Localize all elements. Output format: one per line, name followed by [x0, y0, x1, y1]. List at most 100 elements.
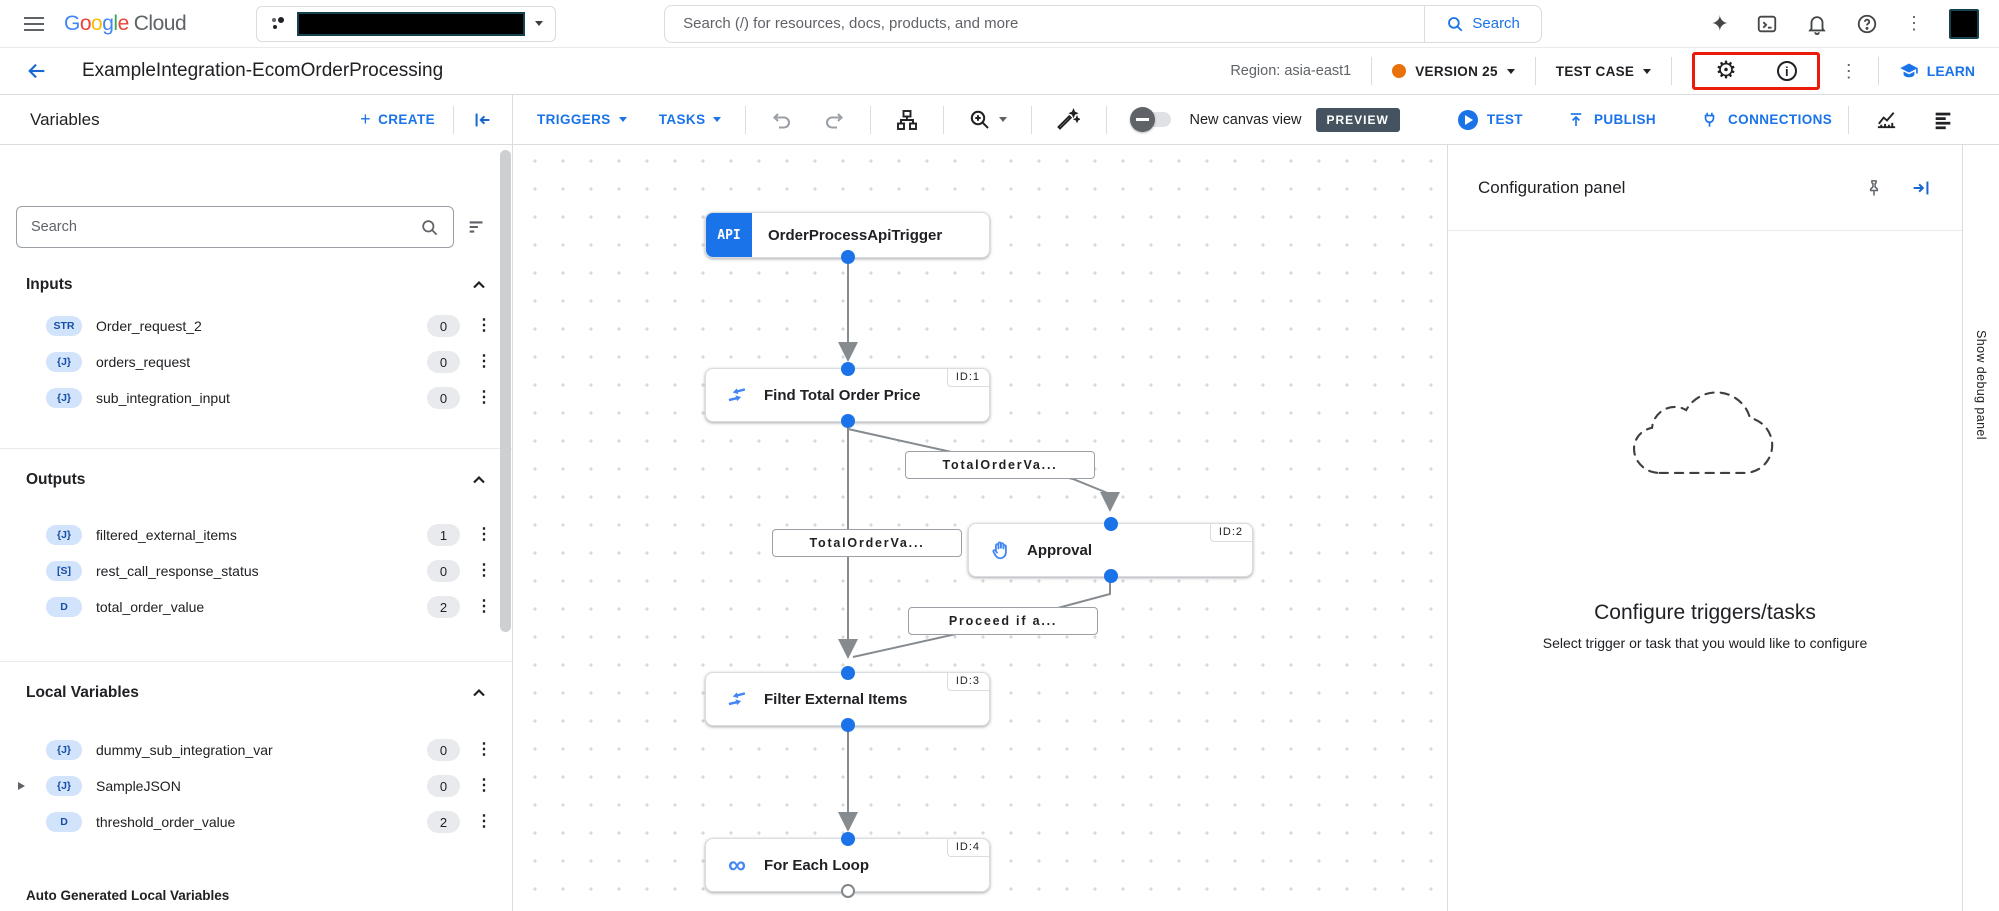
input-port-dot[interactable]: [840, 832, 855, 846]
collapse-panel-left-icon[interactable]: [472, 109, 494, 131]
connections-button[interactable]: CONNECTIONS: [1700, 110, 1832, 129]
create-variable-button[interactable]: + CREATE: [360, 109, 435, 130]
expand-arrow-icon[interactable]: [18, 782, 25, 790]
output-port-dot[interactable]: [1103, 569, 1118, 583]
variable-row[interactable]: {J} filtered_external_items 1 ⋮: [0, 517, 512, 553]
more-options-icon[interactable]: ⋮: [1905, 13, 1923, 33]
plus-icon: +: [360, 109, 372, 129]
chevron-up-icon[interactable]: [472, 686, 486, 700]
row-more-options-icon[interactable]: ⋮: [476, 526, 492, 543]
help-icon[interactable]: [1855, 12, 1879, 36]
section-header-local-variables[interactable]: Local Variables: [26, 680, 486, 706]
workflow-canvas[interactable]: TotalOrderVa... TotalOrderVa... Proceed …: [513, 145, 1447, 911]
variable-type-pill: {J}: [46, 352, 82, 372]
variable-row[interactable]: {J} SampleJSON 0 ⋮: [0, 768, 512, 804]
output-port-dot[interactable]: [840, 250, 855, 264]
page-title: ExampleIntegration-EcomOrderProcessing: [82, 60, 444, 81]
variable-type-pill: {J}: [46, 776, 82, 796]
input-port-dot[interactable]: [840, 666, 855, 680]
sidebar-scrollbar[interactable]: [500, 150, 511, 632]
section-header-outputs[interactable]: Outputs: [26, 467, 486, 493]
variable-row[interactable]: STR Order_request_2 0 ⋮: [0, 308, 512, 344]
search-field[interactable]: [664, 4, 1425, 43]
header-more-options-icon[interactable]: ⋮: [1839, 60, 1858, 81]
search-button[interactable]: Search: [1424, 4, 1543, 43]
edge-label[interactable]: TotalOrderVa...: [905, 451, 1095, 479]
variables-search-input[interactable]: [31, 219, 420, 235]
logs-list-icon[interactable]: [1932, 109, 1954, 131]
pin-icon[interactable]: [1864, 178, 1884, 198]
menu-icon[interactable]: [14, 4, 54, 44]
search-input[interactable]: [683, 15, 1407, 32]
project-selector[interactable]: [256, 5, 557, 42]
new-canvas-toggle[interactable]: [1130, 107, 1172, 132]
version-dropdown[interactable]: VERSION 25: [1392, 64, 1515, 79]
cloud-shell-icon[interactable]: [1755, 12, 1779, 36]
redo-icon[interactable]: [822, 108, 846, 132]
node-for-each-loop[interactable]: ID:4 ∞ For Each Loop: [705, 832, 990, 898]
tasks-dropdown[interactable]: TASKS: [659, 112, 722, 127]
analytics-chart-icon[interactable]: [1875, 108, 1898, 131]
undo-icon[interactable]: [770, 108, 794, 132]
input-port-dot[interactable]: [840, 362, 855, 376]
row-more-options-icon[interactable]: ⋮: [476, 777, 492, 794]
cloud-placeholder-illustration: [1632, 391, 1774, 475]
notifications-bell-icon[interactable]: [1805, 12, 1829, 36]
row-more-options-icon[interactable]: ⋮: [476, 562, 492, 579]
school-cap-icon: [1900, 63, 1918, 78]
variables-search-field[interactable]: [16, 206, 454, 248]
variable-row[interactable]: D threshold_order_value 2 ⋮: [0, 804, 512, 840]
search-button-label: Search: [1472, 15, 1520, 32]
for-each-loop-icon: ∞: [728, 851, 746, 879]
node-order-process-api-trigger[interactable]: API OrderProcessApiTrigger: [705, 212, 990, 264]
learn-button[interactable]: LEARN: [1899, 61, 1975, 81]
node-find-total-order-price[interactable]: ID:1 Find Total Order Price: [705, 362, 990, 428]
settings-gear-icon[interactable]: ⚙: [1715, 57, 1737, 84]
publish-button[interactable]: PUBLISH: [1567, 111, 1656, 129]
variable-row[interactable]: {J} dummy_sub_integration_var 0 ⋮: [0, 732, 512, 768]
node-filter-external-items[interactable]: ID:3 Filter External Items: [705, 666, 990, 732]
variable-row[interactable]: {J} orders_request 0 ⋮: [0, 344, 512, 380]
chevron-up-icon[interactable]: [472, 278, 486, 292]
collapse-panel-right-icon[interactable]: [1910, 177, 1932, 199]
row-more-options-icon[interactable]: ⋮: [476, 389, 492, 406]
output-port-dot[interactable]: [840, 718, 855, 732]
divider: [0, 448, 512, 449]
chevron-down-icon: [535, 21, 544, 26]
connections-label: CONNECTIONS: [1728, 112, 1833, 127]
chevron-up-icon[interactable]: [472, 473, 486, 487]
edge-label[interactable]: TotalOrderVa...: [772, 529, 962, 557]
test-button[interactable]: TEST: [1457, 109, 1523, 130]
triggers-dropdown[interactable]: TRIGGERS: [537, 112, 627, 127]
row-more-options-icon[interactable]: ⋮: [476, 317, 492, 334]
output-port-dot[interactable]: [840, 414, 855, 428]
variable-row[interactable]: [S] rest_call_response_status 0 ⋮: [0, 553, 512, 589]
output-port-dot[interactable]: [840, 884, 855, 898]
row-more-options-icon[interactable]: ⋮: [476, 741, 492, 758]
edge-label[interactable]: Proceed if a...: [908, 607, 1098, 635]
triggers-label: TRIGGERS: [537, 112, 611, 127]
info-icon[interactable]: i: [1776, 61, 1797, 81]
gemini-sparkle-icon[interactable]: ✦: [1710, 10, 1729, 36]
row-more-options-icon[interactable]: ⋮: [476, 353, 492, 370]
sort-filter-icon[interactable]: [466, 216, 488, 238]
zoom-control[interactable]: [968, 108, 1008, 132]
input-port-dot[interactable]: [1103, 517, 1118, 531]
row-more-options-icon[interactable]: ⋮: [476, 598, 492, 615]
avatar[interactable]: [1949, 8, 1979, 39]
editor-toolbar: Variables + CREATE TRIGGERS TASKS: [0, 95, 1999, 145]
node-approval[interactable]: ID:2 Approval: [968, 517, 1253, 583]
chevron-down-icon: [1643, 68, 1652, 74]
variable-name: rest_call_response_status: [96, 563, 259, 579]
show-debug-panel-button[interactable]: Show debug panel: [1974, 330, 1988, 440]
auto-layout-sitemap-icon[interactable]: [895, 108, 919, 132]
magic-edit-wand-icon[interactable]: [1056, 107, 1081, 132]
row-more-options-icon[interactable]: ⋮: [476, 813, 492, 830]
data-mapping-icon: [724, 382, 750, 408]
back-arrow-icon[interactable]: [26, 60, 48, 82]
test-case-dropdown[interactable]: TEST CASE: [1556, 64, 1652, 79]
variable-row[interactable]: {J} sub_integration_input 0 ⋮: [0, 380, 512, 416]
section-header-inputs[interactable]: Inputs: [26, 272, 486, 298]
project-dots-icon: [272, 16, 285, 29]
variable-row[interactable]: D total_order_value 2 ⋮: [0, 589, 512, 625]
